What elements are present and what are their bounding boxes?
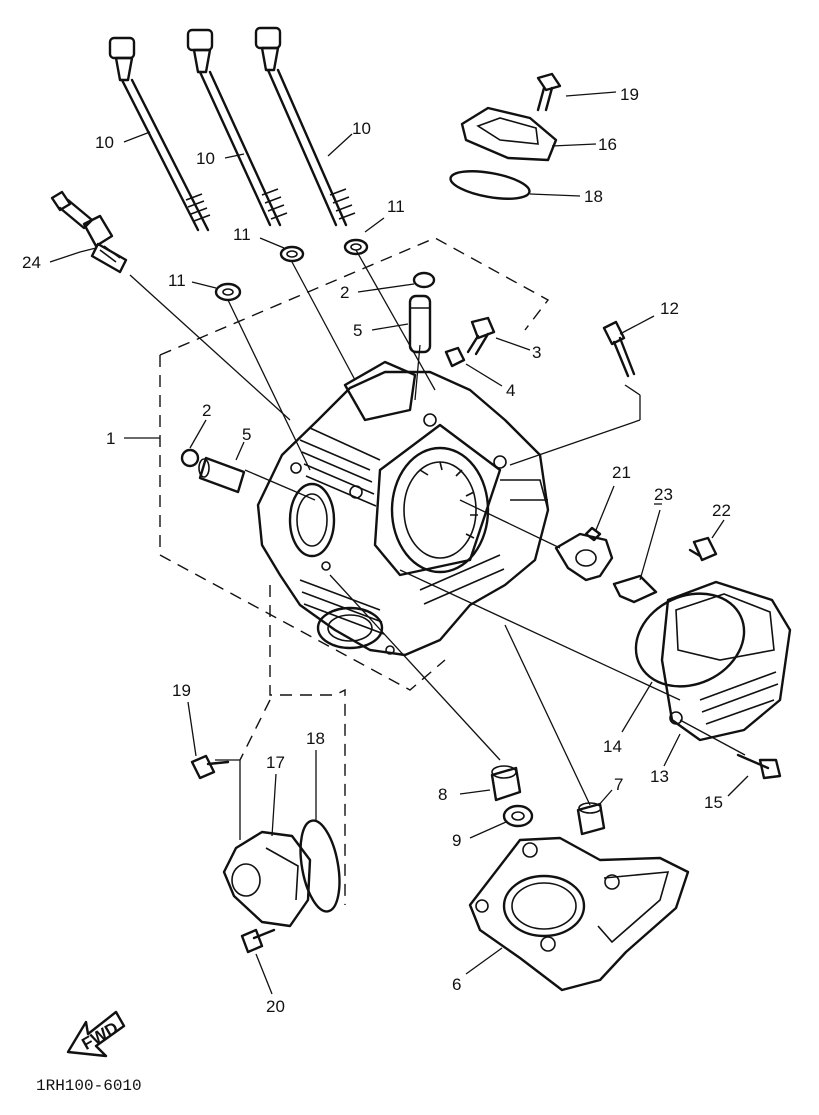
bolt-15	[736, 753, 782, 780]
guide-21	[554, 526, 614, 582]
valve-guide-upper	[408, 294, 432, 354]
o-ring-18-top	[449, 170, 531, 200]
callout-13: 13	[650, 767, 669, 786]
callout-18b: 18	[306, 729, 325, 748]
cylinder-head	[256, 360, 550, 657]
o-ring-18-lower	[299, 819, 341, 913]
callout-21: 21	[612, 463, 631, 482]
callout-18a: 18	[584, 187, 603, 206]
callout-6: 6	[452, 975, 461, 994]
valve-guide-left	[198, 456, 246, 494]
diagram-code: 1RH100-6010	[36, 1077, 142, 1095]
callout-15: 15	[704, 793, 723, 812]
callout-20: 20	[266, 997, 285, 1016]
washer-9	[502, 804, 534, 828]
bolt-19-top	[536, 72, 562, 112]
assembly-boundary	[159, 237, 550, 905]
callout-19a: 19	[620, 85, 639, 104]
head-side-cover-13	[660, 580, 792, 742]
spark-plug	[50, 190, 128, 274]
leader-lines	[129, 249, 746, 840]
callout-10c: 10	[352, 119, 371, 138]
stud-bolt-left	[108, 36, 211, 232]
bolt-12	[602, 320, 636, 378]
callout-2b: 2	[340, 283, 349, 302]
washers	[214, 238, 369, 302]
bolt-3	[466, 316, 496, 356]
o-ring-14	[634, 592, 746, 688]
dowel-7	[576, 802, 606, 836]
callout-9: 9	[452, 831, 461, 850]
callout-5b: 5	[242, 425, 251, 444]
tappet-cover-16	[460, 106, 558, 162]
callout-5a: 5	[353, 321, 362, 340]
callout-11b: 11	[233, 225, 251, 244]
callout-1: 1	[106, 429, 115, 448]
stud-bolt-right	[254, 26, 356, 227]
callout-22: 22	[712, 501, 731, 520]
bolt-19-lower	[190, 754, 230, 780]
callout-11a: 11	[168, 271, 186, 290]
callout-14: 14	[603, 737, 622, 756]
callout-3: 3	[532, 343, 541, 362]
bolt-22	[688, 536, 718, 562]
callout-11c: 11	[387, 197, 405, 216]
callout-17: 17	[266, 753, 285, 772]
callout-10a: 10	[95, 133, 114, 152]
callout-16: 16	[598, 135, 617, 154]
o-ring-upper	[412, 271, 436, 289]
callout-labels: 10 10 10 11 11 11 24 2 5 3 4 12 2 5 1 19…	[22, 85, 749, 1016]
cover-17	[222, 830, 312, 928]
dowel-8	[490, 765, 522, 802]
callout-4: 4	[506, 381, 515, 400]
callout-8: 8	[438, 785, 447, 804]
callout-12: 12	[660, 299, 679, 318]
head-gasket-6	[468, 836, 690, 992]
stud-bolt-middle	[186, 28, 288, 227]
callout-24: 24	[22, 253, 41, 272]
gasket-23	[612, 574, 658, 604]
forward-arrow-icon: FWD	[66, 1010, 126, 1058]
nut-4	[444, 346, 466, 368]
o-ring-left	[180, 448, 200, 468]
bolt-20	[240, 928, 276, 954]
callout-2a: 2	[202, 401, 211, 420]
callout-7: 7	[614, 775, 623, 794]
callout-23: 23	[654, 485, 673, 504]
callout-19b: 19	[172, 681, 191, 700]
callout-10b: 10	[196, 149, 215, 168]
